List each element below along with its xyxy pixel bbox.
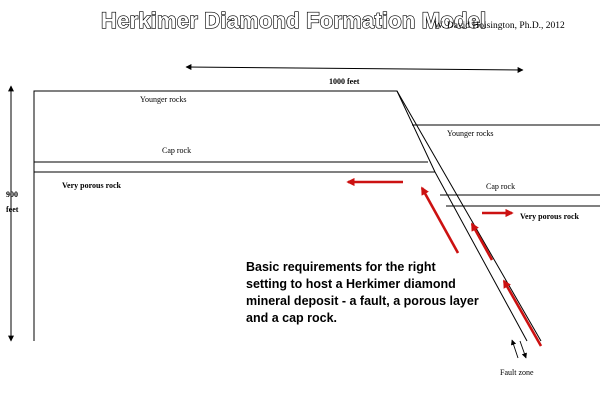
horizontal-scale-arrow <box>185 64 524 73</box>
left-rock-block <box>33 90 436 341</box>
horizontal-scale-label: 1000 feet <box>329 77 360 86</box>
flow-arrow-fault-upper <box>420 186 460 254</box>
flow-arrow-fault-lower <box>502 279 543 347</box>
vertical-scale-value: 900 <box>6 190 18 199</box>
fault-zone-label: Fault zone <box>500 368 534 377</box>
note-line-4: and a cap rock. <box>246 311 337 325</box>
note-line-2: setting to host a Herkimer diamond <box>246 277 456 291</box>
diagram-title: Herkimer Diamond Formation Model <box>101 8 486 33</box>
vertical-scale-unit: feet <box>6 205 19 214</box>
right-cap-rock-label: Cap rock <box>486 182 515 191</box>
left-porous-rock-label: Very porous rock <box>62 181 122 190</box>
fault-zone-lines <box>396 90 542 342</box>
note-line-1: Basic requirements for the right <box>246 260 436 274</box>
left-cap-rock-label: Cap rock <box>162 146 191 155</box>
note-line-3: mineral deposit - a fault, a porous laye… <box>246 294 479 308</box>
right-younger-rocks-label: Younger rocks <box>447 129 494 138</box>
fluid-flow-arrows <box>346 177 543 347</box>
author-credit: W. David Hoisington, Ph.D., 2012 <box>434 21 565 31</box>
left-younger-rocks-label: Younger rocks <box>140 95 187 104</box>
fault-slip-arrows <box>510 339 527 359</box>
right-rock-block <box>412 124 600 207</box>
right-porous-rock-label: Very porous rock <box>520 212 580 221</box>
flow-arrow-fault-middle <box>470 222 494 261</box>
